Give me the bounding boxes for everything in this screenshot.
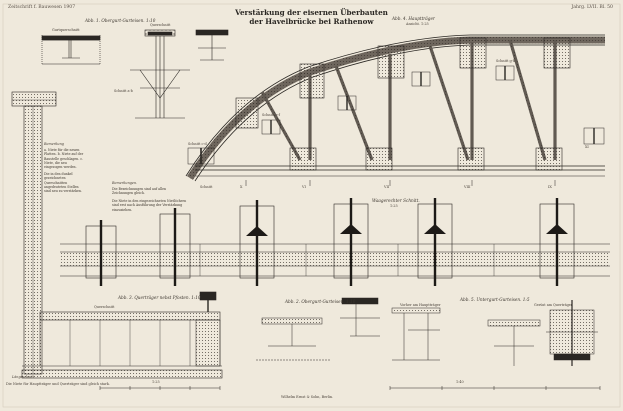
scale-bars <box>99 386 601 390</box>
legend-title2: Bemerkungen. <box>112 181 138 185</box>
caption-waagerechter-schnitt: Waagerechter Schnitt. <box>372 198 420 203</box>
abb1-drawing <box>41 34 101 65</box>
title-line1: Verstärkung der eisernen Überbauten <box>235 8 388 17</box>
legend-block3: Die Bezeichnungen sind auf allen Zeichnu… <box>112 187 167 196</box>
panel-label-querschnitt: Querschnitt <box>150 23 171 27</box>
footnote-left: Die Niete für Hauptträger und Querträger… <box>6 382 110 386</box>
header-right: Jahrg. LVII. Bl. 50 <box>571 5 613 10</box>
label-langsschnitt: Längsschnitt <box>12 375 35 379</box>
title-line2: der Havelbrücke bei Rathenow <box>249 17 374 26</box>
publisher-imprint: Wilhelm Ernst & Sohn, Berlin. <box>281 395 334 399</box>
label-schnitt-ef: Schnitt e-f <box>262 113 280 117</box>
caption-abb5: Abb. 5. Untergurt-Gurteisen. 1:5 <box>460 297 530 302</box>
panel-label-gurtquerschnitt: Gurtquerschnitt <box>52 28 80 32</box>
panel-label-ix: IX <box>548 185 552 189</box>
label-vorher: Vorher am Hauptträger <box>400 303 441 307</box>
panel-label-viii: VIII <box>464 185 471 189</box>
label-schnitt-ab: Schnitt a-b <box>114 89 133 93</box>
caption-abb2: Abb. 2. Obergurt-Gurteisen. 1:10 <box>285 299 356 304</box>
label-schnitt-gh: Schnitt g-h <box>496 59 515 63</box>
caption-abb3: Abb. 3. Querträger nebst Pfosten. 1:10 <box>118 295 201 300</box>
left-column-drawing <box>11 91 223 379</box>
column-detail-drawing <box>130 29 190 119</box>
label-querschnitt: Querschnitt <box>94 305 115 309</box>
schnitt-details <box>187 65 605 165</box>
scale-right-label: 1:40 <box>456 380 464 384</box>
scale-left-label: 1:25 <box>152 380 160 384</box>
panel-label-vii: VII <box>384 185 390 189</box>
panel-label-x: X <box>240 185 243 189</box>
legend-block2: Die in den dunkel gezeichneten Querschni… <box>44 172 82 194</box>
top-section-drawing <box>195 29 229 61</box>
horizontal-section-drawing <box>60 198 610 286</box>
panel-label-vi: VI <box>302 185 306 189</box>
header-left: Zeitschrift f. Bauwesen 1907 <box>8 5 76 10</box>
bottom-details-drawing <box>256 297 598 366</box>
caption-abb1: Abb. 1. Obergurt-Gurteisen. 1:10 <box>85 18 156 23</box>
main-girder-drawing <box>185 34 605 186</box>
legend-block1: a. Niete für die neuen Platten. b. Niete… <box>44 148 84 170</box>
caption-waag-scale: 1:25 <box>390 204 398 208</box>
legend-title: Bemerkung <box>44 142 64 146</box>
caption-abb4-scale: Ansicht. 1:25 <box>406 22 429 26</box>
label-schnitt-cd: Schnitt c-d <box>188 142 207 146</box>
label-gerust: Gerüst am Querträger <box>534 303 573 307</box>
caption-abb4: Abb. 4. Hauptträger <box>392 16 435 21</box>
legend-block4: Die Niete in den eingezeichneten Nietlöc… <box>112 199 187 212</box>
panel-label-schnitt: Schnitt <box>200 185 213 189</box>
crossbeam-drawing <box>39 291 221 367</box>
panel-label-xi: XI <box>585 145 589 149</box>
